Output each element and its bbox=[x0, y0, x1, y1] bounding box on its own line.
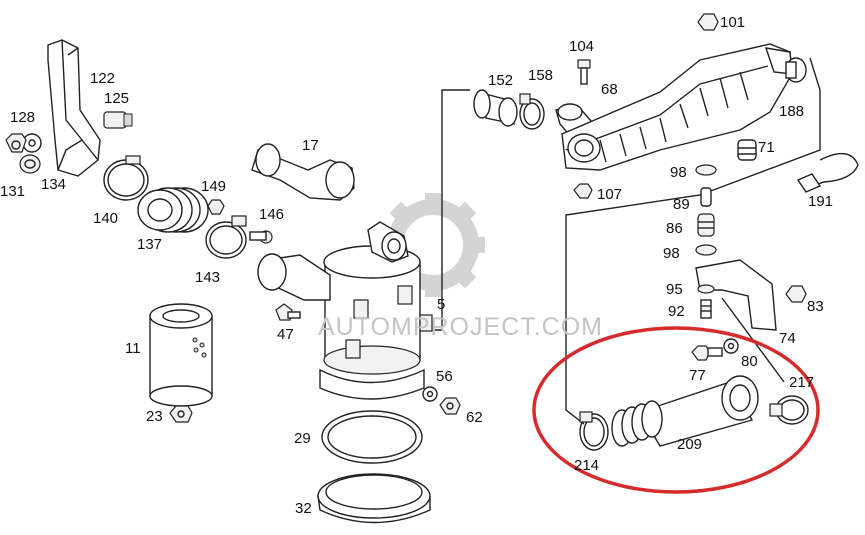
clamp-217 bbox=[769, 395, 809, 425]
washer-56 bbox=[422, 386, 438, 402]
cable-tie-191 bbox=[796, 152, 859, 193]
nut-149 bbox=[207, 199, 225, 215]
callout-134: 134 bbox=[41, 176, 67, 193]
nut-131 bbox=[5, 133, 27, 153]
callout-47: 47 bbox=[277, 326, 294, 343]
callout-32: 32 bbox=[295, 500, 312, 517]
callout-107: 107 bbox=[597, 186, 623, 203]
callout-188: 188 bbox=[779, 103, 805, 120]
sensor-125 bbox=[103, 111, 133, 129]
callout-104: 104 bbox=[569, 38, 595, 55]
sleeve-152 bbox=[473, 89, 518, 127]
callout-23: 23 bbox=[146, 408, 163, 425]
nut-107 bbox=[573, 183, 593, 199]
cap-188 bbox=[785, 57, 807, 83]
washer-80 bbox=[723, 338, 739, 354]
callout-152: 152 bbox=[488, 72, 514, 89]
grommet-86 bbox=[697, 213, 715, 237]
washer-98b bbox=[695, 244, 717, 256]
callout-149: 149 bbox=[201, 178, 227, 195]
highlight-ellipse bbox=[532, 326, 820, 494]
watermark-text: AUTOMPROJECT.COM bbox=[318, 313, 603, 341]
clamp-143 bbox=[205, 215, 247, 259]
filter-element-11 bbox=[149, 303, 213, 407]
bracket-74 bbox=[695, 259, 777, 331]
nut-23 bbox=[169, 405, 193, 423]
air-scoop-134 bbox=[47, 39, 101, 177]
gasket-29 bbox=[321, 410, 423, 464]
callout-83: 83 bbox=[807, 298, 824, 315]
bellows-137 bbox=[137, 187, 209, 233]
grommet-134b bbox=[19, 154, 41, 174]
callout-86: 86 bbox=[666, 220, 683, 237]
callout-11: 11 bbox=[125, 340, 141, 357]
clamp-158 bbox=[519, 93, 545, 130]
callout-68: 68 bbox=[601, 81, 618, 98]
bolt-77 bbox=[691, 345, 723, 361]
callout-125: 125 bbox=[104, 90, 130, 107]
nut-62 bbox=[439, 397, 461, 415]
intake-hose-209 bbox=[611, 375, 759, 447]
washer-128 bbox=[22, 133, 42, 153]
callout-137: 137 bbox=[137, 236, 163, 253]
washer-98a bbox=[695, 164, 717, 176]
callout-56: 56 bbox=[436, 368, 453, 385]
callout-5: 5 bbox=[437, 296, 446, 313]
callout-217: 217 bbox=[789, 374, 815, 391]
callout-122: 122 bbox=[90, 70, 116, 87]
callout-101: 101 bbox=[720, 14, 746, 31]
callout-77: 77 bbox=[689, 367, 706, 384]
air-filter-housing-5 bbox=[257, 221, 433, 400]
callout-29: 29 bbox=[294, 430, 311, 447]
elbow-hose-17 bbox=[251, 143, 355, 201]
callout-95: 95 bbox=[666, 281, 683, 298]
callout-146: 146 bbox=[259, 206, 285, 223]
callout-98-top: 98 bbox=[670, 164, 687, 181]
callout-17: 17 bbox=[302, 137, 319, 154]
callout-143: 143 bbox=[195, 269, 221, 286]
callout-131: 131 bbox=[0, 183, 26, 200]
bolt-104 bbox=[577, 59, 591, 85]
callout-71: 71 bbox=[758, 139, 775, 156]
bolt-47 bbox=[275, 303, 301, 321]
grommet-71 bbox=[737, 139, 757, 161]
nut-83 bbox=[785, 285, 807, 303]
seal-32 bbox=[317, 473, 431, 524]
callout-92: 92 bbox=[668, 303, 685, 320]
screw-146 bbox=[249, 230, 273, 244]
callout-80: 80 bbox=[741, 353, 758, 370]
clamp-214 bbox=[579, 411, 609, 451]
clamp-140 bbox=[103, 155, 149, 201]
callout-62: 62 bbox=[466, 409, 483, 426]
washer-95 bbox=[697, 284, 715, 294]
callout-74: 74 bbox=[779, 330, 796, 347]
callout-128: 128 bbox=[10, 109, 36, 126]
callout-209: 209 bbox=[677, 436, 703, 453]
callout-158: 158 bbox=[528, 67, 554, 84]
nut-101 bbox=[697, 13, 719, 31]
callout-89: 89 bbox=[673, 196, 690, 213]
callout-98-lower: 98 bbox=[663, 245, 680, 262]
callout-214: 214 bbox=[574, 457, 600, 474]
stud-92 bbox=[700, 299, 712, 319]
callout-140: 140 bbox=[93, 210, 119, 227]
sleeve-89 bbox=[700, 187, 712, 207]
callout-191: 191 bbox=[808, 193, 834, 210]
